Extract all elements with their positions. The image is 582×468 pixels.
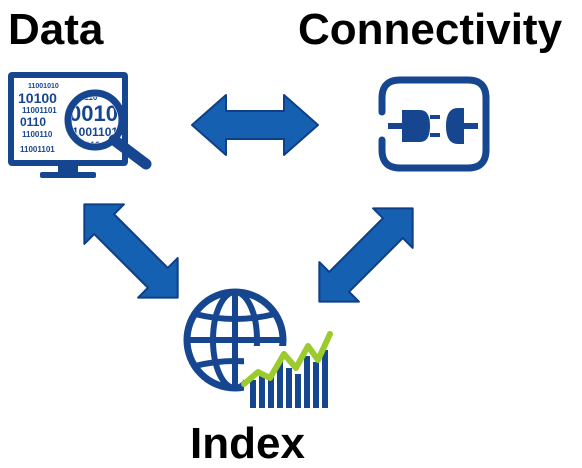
plug-prong: [430, 133, 440, 137]
chart-bar: [259, 372, 265, 408]
monitor-neck: [58, 166, 78, 174]
plug-body: [402, 110, 430, 142]
data-label: Data: [8, 5, 104, 54]
binary-line: 11001010: [28, 83, 59, 90]
chart-bar: [313, 362, 319, 408]
socket-body: [446, 108, 464, 144]
bidirectional-arrow-data-connectivity: [191, 94, 319, 156]
globe-chart-icon: [183, 288, 333, 408]
magnifier-lens: [64, 89, 126, 151]
binary-line: 001010: [69, 101, 142, 126]
connectivity-label: Connectivity: [298, 5, 563, 54]
chart-bar: [295, 374, 301, 408]
binary-line: 0110: [20, 115, 46, 129]
chart-bars: [250, 350, 328, 408]
trend-line: [241, 331, 333, 387]
chart-bar: [286, 368, 292, 408]
connector-frame: [378, 76, 490, 172]
chart-bar: [304, 356, 310, 408]
monitor-base: [40, 172, 96, 178]
binary-line: 0010: [80, 140, 100, 150]
chart-bar: [322, 350, 328, 408]
chart-bar: [268, 376, 274, 408]
index-label: Index: [190, 419, 305, 468]
magnifier-handle: [108, 134, 152, 170]
plug-socket-icon: [378, 76, 490, 172]
binary-line: 11001101: [20, 145, 55, 154]
bidirectional-arrow-connectivity-index: [318, 207, 414, 303]
chart-bar: [250, 380, 256, 408]
computer-magnifier-binary-icon: 11001010 10100 11001101 0110 1100110 110…: [8, 72, 152, 178]
binary-line: 01110: [76, 93, 98, 102]
plug-prong: [430, 115, 440, 119]
chart-bar: [277, 360, 283, 408]
globe-parallel: [194, 311, 276, 322]
binary-line: 1100110: [22, 130, 53, 139]
binary-line: 10100: [18, 90, 57, 106]
binary-line: 11001101: [22, 106, 57, 115]
bidirectional-arrow-data-index: [83, 203, 179, 299]
binary-line: 1001101: [72, 125, 118, 139]
